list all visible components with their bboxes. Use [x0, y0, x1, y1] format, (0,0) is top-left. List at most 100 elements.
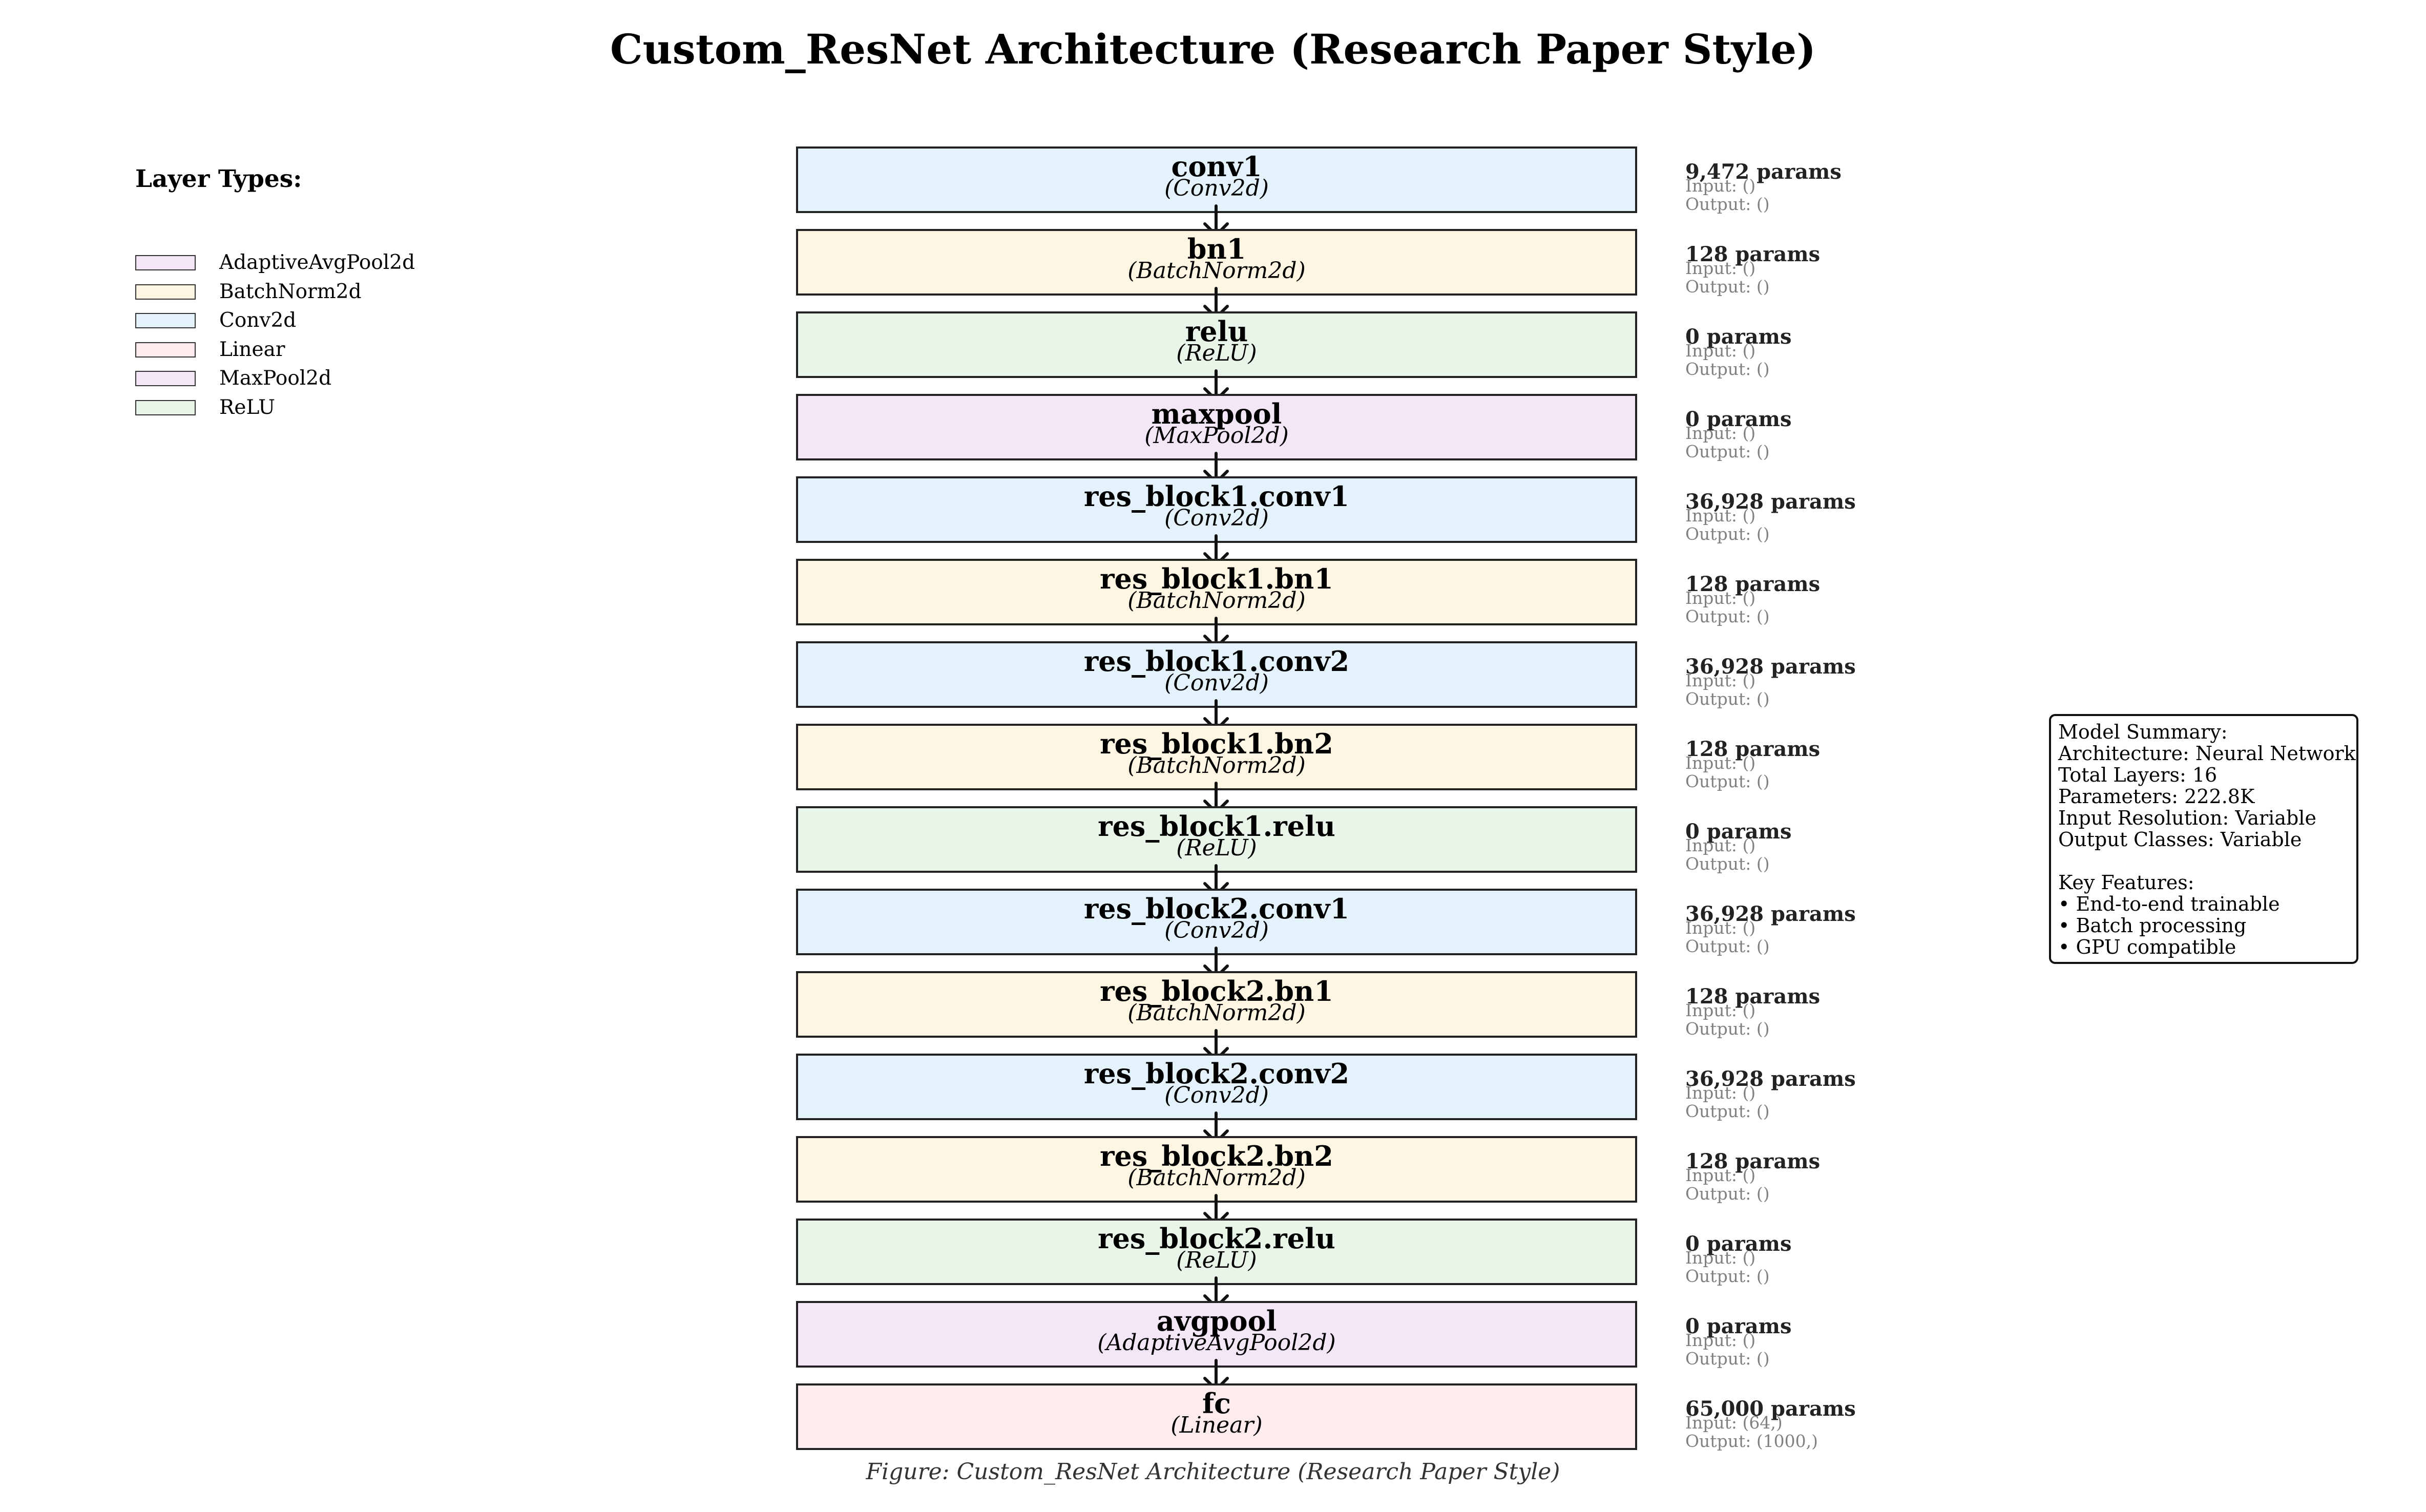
layer-box-res-block2-relu: res_block2.relu(ReLU) [796, 1219, 1637, 1285]
input-shape: Input: () [1685, 670, 1756, 690]
param-count: 0 params [1685, 1314, 1792, 1338]
input-shape: Input: () [1685, 835, 1756, 855]
legend-item: BatchNorm2d [135, 280, 362, 303]
layer-box-relu: relu(ReLU) [796, 311, 1637, 378]
layer-box-res-block2-bn1: res_block2.bn1(BatchNorm2d) [796, 971, 1637, 1038]
legend-label: Conv2d [219, 309, 297, 332]
input-shape: Input: () [1685, 1330, 1756, 1350]
layer-name: res_block1.relu [1098, 810, 1335, 843]
layer-type: (BatchNorm2d) [1127, 1165, 1306, 1191]
layer-box-res-block1-relu: res_block1.relu(ReLU) [796, 806, 1637, 873]
legend-item: AdaptiveAvgPool2d [135, 253, 415, 273]
layer-name: res_block1.conv2 [1083, 645, 1350, 678]
input-shape: Input: () [1685, 1165, 1756, 1185]
layer-type: (ReLU) [1176, 340, 1257, 366]
output-shape: Output: (1000,) [1685, 1431, 1818, 1451]
param-count: 36,928 params [1685, 1067, 1856, 1091]
param-count: 0 params [1685, 407, 1792, 431]
layer-name: relu [1185, 315, 1248, 348]
legend-swatch [135, 284, 196, 300]
output-shape: Output: () [1685, 1266, 1770, 1286]
layer-type: (BatchNorm2d) [1127, 1000, 1306, 1026]
diagram-title: Custom_ResNet Architecture (Research Pap… [610, 25, 1816, 73]
layer-name: res_block2.relu [1098, 1222, 1335, 1255]
output-shape: Output: () [1685, 1349, 1770, 1369]
legend-item: ReLU [135, 397, 275, 418]
legend-swatch [135, 255, 196, 270]
layer-box-maxpool: maxpool(MaxPool2d) [796, 394, 1637, 460]
output-shape: Output: () [1685, 194, 1770, 214]
layer-box-res-block1-conv2: res_block1.conv2(Conv2d) [796, 641, 1637, 708]
output-shape: Output: () [1685, 277, 1770, 297]
layer-type: (Conv2d) [1164, 1082, 1269, 1108]
param-count: 128 params [1685, 572, 1821, 596]
layer-box-res-block2-conv2: res_block2.conv2(Conv2d) [796, 1054, 1637, 1120]
layer-name: res_block2.conv1 [1083, 892, 1350, 925]
param-count: 128 params [1685, 984, 1821, 1009]
figure-caption: Figure: Custom_ResNet Architecture (Rese… [866, 1459, 1560, 1485]
input-shape: Input: () [1685, 506, 1756, 526]
legend-item: Conv2d [135, 310, 296, 331]
layer-type: (BatchNorm2d) [1127, 258, 1306, 284]
param-count: 36,928 params [1685, 655, 1856, 679]
input-shape: Input: () [1685, 753, 1756, 773]
layer-name: res_block2.bn1 [1100, 975, 1333, 1007]
legend-swatch [135, 371, 196, 386]
input-shape: Input: () [1685, 588, 1756, 608]
input-shape: Input: () [1685, 258, 1756, 278]
layer-box-fc: fc(Linear) [796, 1383, 1637, 1450]
legend-label: MaxPool2d [219, 367, 332, 390]
layer-type: (Conv2d) [1164, 670, 1269, 696]
input-shape: Input: (64,) [1685, 1413, 1783, 1433]
legend-swatch [135, 313, 196, 328]
layer-name: avgpool [1156, 1305, 1277, 1337]
layer-name: maxpool [1151, 397, 1282, 430]
output-shape: Output: () [1685, 606, 1770, 626]
output-shape: Output: () [1685, 936, 1770, 956]
input-shape: Input: () [1685, 1000, 1756, 1020]
layer-name: res_block1.bn1 [1100, 562, 1333, 595]
layer-box-res-block1-conv1: res_block1.conv1(Conv2d) [796, 476, 1637, 543]
input-shape: Input: () [1685, 423, 1756, 443]
legend-title: Layer Types: [135, 165, 302, 193]
layer-box-res-block2-bn2: res_block2.bn2(BatchNorm2d) [796, 1136, 1637, 1203]
layer-name: conv1 [1171, 150, 1262, 183]
legend-item: MaxPool2d [135, 368, 331, 389]
param-count: 36,928 params [1685, 490, 1856, 514]
layer-name: res_block2.conv2 [1083, 1057, 1350, 1090]
layer-type: (Conv2d) [1164, 917, 1269, 943]
layer-type: (MaxPool2d) [1144, 423, 1289, 449]
layer-type: (AdaptiveAvgPool2d) [1097, 1330, 1336, 1356]
input-shape: Input: () [1685, 176, 1756, 196]
output-shape: Output: () [1685, 1019, 1770, 1039]
input-shape: Input: () [1685, 918, 1756, 938]
layer-type: (Conv2d) [1164, 505, 1269, 531]
output-shape: Output: () [1685, 771, 1770, 791]
param-count: 9,472 params [1685, 160, 1842, 184]
param-count: 0 params [1685, 820, 1792, 844]
layer-type: (BatchNorm2d) [1127, 752, 1306, 779]
layer-type: (ReLU) [1176, 835, 1257, 861]
output-shape: Output: () [1685, 442, 1770, 461]
input-shape: Input: () [1685, 1083, 1756, 1103]
legend-swatch [135, 342, 196, 358]
param-count: 0 params [1685, 325, 1792, 349]
layer-box-conv1: conv1(Conv2d) [796, 146, 1637, 213]
layer-name: res_block2.bn2 [1100, 1140, 1333, 1172]
layer-type: (Conv2d) [1164, 175, 1269, 201]
output-shape: Output: () [1685, 524, 1770, 544]
output-shape: Output: () [1685, 689, 1770, 709]
layer-box-res-block2-conv1: res_block2.conv1(Conv2d) [796, 889, 1637, 955]
param-count: 128 params [1685, 1149, 1821, 1173]
layer-name: res_block1.conv1 [1083, 480, 1350, 513]
legend-item: Linear [135, 338, 285, 361]
legend-label: BatchNorm2d [219, 280, 362, 303]
model-summary-box: Model Summary: Architecture: Neural Netw… [2049, 714, 2358, 964]
output-shape: Output: () [1685, 854, 1770, 874]
legend-label: AdaptiveAvgPool2d [219, 251, 415, 274]
legend-label: ReLU [219, 395, 276, 419]
layer-box-res-block1-bn2: res_block1.bn2(BatchNorm2d) [796, 724, 1637, 790]
input-shape: Input: () [1685, 341, 1756, 361]
legend-label: Linear [219, 338, 285, 361]
layer-box-res-block1-bn1: res_block1.bn1(BatchNorm2d) [796, 559, 1637, 625]
